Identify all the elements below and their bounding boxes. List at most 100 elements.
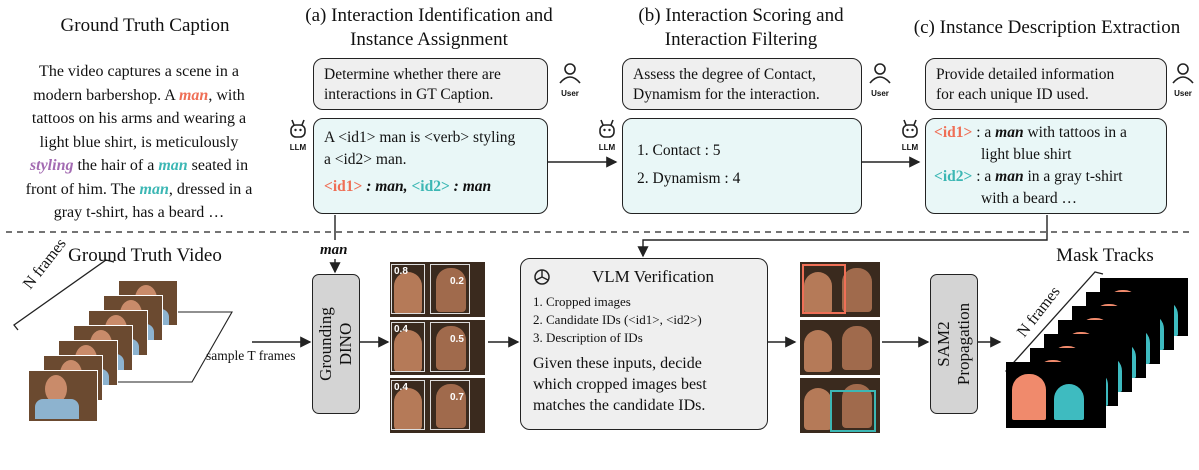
caption-segment: The video captures a scene in a [39, 63, 239, 80]
caption-highlight-teal: man [158, 157, 188, 174]
caption-segment: the hair of a [73, 157, 159, 174]
caption-line: modern barbershop. A man, with [8, 84, 270, 108]
sam2-label-line2: Propagation [954, 302, 973, 386]
vlm-instr-line2: which cropped images best [533, 376, 707, 393]
detection-score: 0.2 [450, 276, 464, 287]
stage-c-id2-a: : a [972, 168, 996, 185]
stage-c-id1-man: man [995, 124, 1024, 141]
detection-score: 0.4 [394, 382, 408, 393]
vlm-instr-line3: matches the candidate IDs. [533, 397, 706, 414]
stage-c-id2-b: in a gray t-shirt [1023, 168, 1123, 185]
stage-a-prompt-line1: Determine whether there are [324, 66, 501, 83]
caption-highlight-purple: styling [29, 157, 74, 174]
caption-segment: front of him. The [25, 180, 140, 198]
selected-box-id1 [802, 264, 846, 314]
stage-c-prompt-line1: Provide detailed information [936, 66, 1115, 83]
stage-a-resp-line2: a <id2> man. [324, 151, 407, 168]
stage-a-resp-line1: A <id1> man is <verb> styling [324, 129, 516, 146]
caption-text: The video captures a scene in a modern ba… [8, 60, 270, 225]
selected-frame-3 [800, 378, 880, 433]
llm-icon-a: LLM [287, 118, 309, 152]
stage-a-prompt-line2: interactions in GT Caption. [324, 86, 494, 103]
selected-box-id2 [830, 390, 876, 432]
caption-segment: , dressed in a [168, 180, 253, 198]
video-frame [28, 370, 98, 422]
caption-segment: seated in [187, 157, 249, 174]
grounding-query: man [320, 242, 348, 258]
vlm-inputs-list: 1. Cropped images 2. Candidate IDs (<id1… [533, 293, 755, 347]
user-icon-a: User [558, 62, 582, 98]
detection-score: 0.8 [394, 266, 408, 277]
llm-label-b: LLM [598, 143, 616, 152]
stage-c-id1-b: with tattoos in a [1023, 124, 1127, 141]
sam2-module: SAM2 Propagation [930, 274, 978, 414]
user-label-c: User [1174, 89, 1192, 98]
stage-b-title-line1: (b) Interaction Scoring and [638, 5, 844, 26]
grounding-dino-label-line1: Grounding [316, 307, 335, 381]
vlm-input-3: 3. Description of IDs [533, 330, 643, 345]
stage-b-title: (b) Interaction Scoring and Interaction … [600, 4, 882, 52]
caption-segment: gray t-shirt, has a beard … [53, 204, 225, 221]
user-icon-c: User [1171, 62, 1195, 98]
sam2-label: SAM2 Propagation [934, 303, 974, 385]
vlm-verification-box: VLM Verification 1. Cropped images 2. Ca… [520, 258, 768, 430]
llm-label-a: LLM [289, 143, 307, 152]
grounding-dino-module: Grounding DINO [312, 274, 360, 414]
llm-icon-b: LLM [596, 118, 618, 152]
vlm-title: VLM Verification [592, 267, 714, 286]
sample-bracket [100, 311, 233, 383]
stage-b-prompt-line2: Dynamism for the interaction. [633, 86, 820, 103]
vlm-instr-line1: Given these inputs, decide [533, 355, 702, 372]
caption-line: styling the hair of a man seated in [8, 154, 270, 178]
stage-c-id2-man: man [995, 168, 1024, 185]
vlm-input-2: 2. Candidate IDs (<id1>, <id2>) [533, 312, 702, 327]
detection-box [391, 322, 425, 372]
caption-highlight-teal: man [139, 180, 169, 198]
stage-c-id1-desc-cont: light blue shirt [981, 146, 1072, 163]
stage-a-title: (a) Interaction Identification and Insta… [278, 4, 580, 52]
llm-label-c: LLM [901, 143, 919, 152]
detection-score: 0.5 [450, 334, 464, 345]
stage-c-id1: <id1> [934, 124, 973, 141]
detection-box [430, 322, 470, 372]
stage-c-id1-desc: <id1> : a man with tattoos in a [934, 122, 1158, 144]
detected-crop-frame: 0.8 0.2 [390, 262, 485, 317]
stage-c-id2-desc-cont: with a beard … [981, 190, 1077, 207]
stage-a-id1-val: : man, [362, 178, 412, 195]
mask-frame [1006, 362, 1106, 428]
caption-title: Ground Truth Caption [60, 15, 230, 36]
stage-c-id2-desc: <id2> : a man in a gray t-shirt [934, 166, 1158, 188]
stage-b-item2: 2. Dynamism : 4 [637, 170, 741, 187]
stage-b-response: 1. Contact : 5 2. Dynamism : 4 [622, 118, 862, 214]
caption-line: The video captures a scene in a [8, 60, 270, 84]
user-label-b: User [871, 89, 889, 98]
sam2-label-line1: SAM2 [934, 321, 953, 367]
caption-line: light blue shirt, is meticulously [8, 131, 270, 155]
stage-b-title-line2: Interaction Filtering [664, 29, 818, 50]
stage-c-title: (c) Instance Description Extraction [913, 17, 1181, 38]
stage-b-prompt-line1: Assess the degree of Contact, [633, 66, 816, 83]
vlm-header: VLM Verification [533, 267, 755, 287]
video-frames-bracket [13, 259, 115, 331]
caption-line: tattoos on his arms and wearing a [8, 107, 270, 131]
stage-a-id-assignment: <id1> : man, <id2> : man [324, 176, 537, 198]
stage-a-id2-val: : man [449, 178, 492, 195]
mask-tracks-title: Mask Tracks [1056, 245, 1154, 266]
stage-a-response: A <id1> man is <verb> styling a <id2> ma… [313, 118, 548, 214]
selected-frame-2 [800, 320, 880, 375]
stage-a-title-line1: (a) Interaction Identification and [305, 5, 553, 26]
vlm-input-1: 1. Cropped images [533, 294, 631, 309]
caption-line: front of him. The man, dressed in a [8, 178, 270, 202]
stage-c-prompt: Provide detailed information for each un… [925, 58, 1167, 110]
detection-box [391, 380, 425, 430]
detection-box [430, 380, 470, 430]
stage-a-title-line2: Instance Assignment [350, 29, 508, 50]
user-icon-b: User [868, 62, 892, 98]
stage-c-id2: <id2> [934, 168, 973, 185]
openai-icon [534, 269, 550, 285]
caption-segment: light blue shirt, is meticulously [39, 133, 239, 151]
stage-a-prompt: Determine whether there are interactions… [313, 58, 548, 110]
vlm-instruction: Given these inputs, decide which cropped… [533, 353, 755, 416]
detection-box [430, 264, 470, 314]
